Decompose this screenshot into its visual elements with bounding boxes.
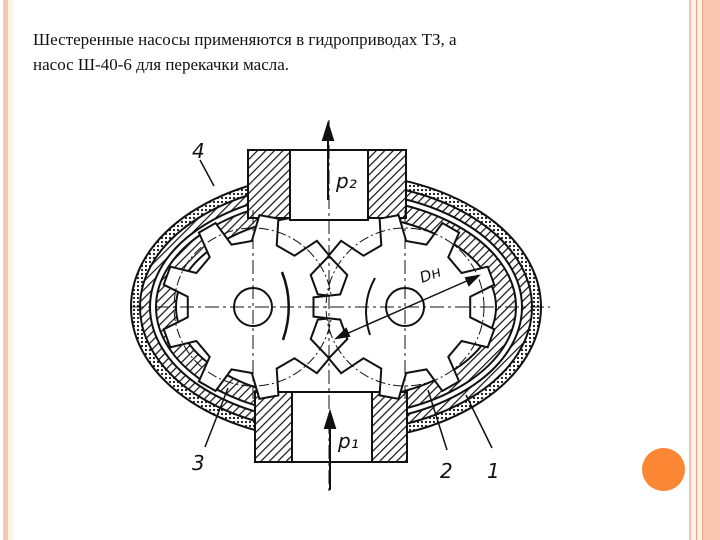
part-label-4: 4 bbox=[192, 139, 205, 163]
accent-circle bbox=[642, 448, 685, 491]
left-decor-cream bbox=[8, 0, 13, 540]
right-decor-line bbox=[696, 0, 697, 540]
rotation-arrow-right bbox=[365, 277, 376, 336]
caption-line: насос Ш-40-6 для перекачки масла. bbox=[33, 55, 290, 74]
outlet-pressure-label: p₂ bbox=[335, 169, 357, 193]
part-label-3: 3 bbox=[192, 451, 205, 475]
rotation-arrow-left bbox=[280, 271, 290, 341]
slide-caption: Шестеренные насосы применяются в гидропр… bbox=[33, 27, 673, 77]
outlet-flange-left bbox=[247, 149, 291, 219]
inlet-flange-right bbox=[371, 391, 408, 463]
left-decor-strip bbox=[3, 0, 8, 540]
right-decor-line bbox=[689, 0, 691, 540]
part-label-2: 2 bbox=[440, 459, 453, 483]
outlet-arrowhead bbox=[321, 120, 335, 141]
diameter-dimension-line bbox=[336, 275, 479, 339]
right-decor-cream bbox=[691, 0, 703, 540]
inlet-arrowhead bbox=[323, 408, 337, 429]
caption-line: Шестеренные насосы применяются в гидропр… bbox=[33, 30, 457, 49]
part-label-1: 1 bbox=[487, 459, 500, 483]
outlet-flange-right bbox=[367, 149, 407, 219]
inlet-flange-left bbox=[254, 391, 293, 463]
inlet-pressure-label: p₁ bbox=[337, 429, 359, 453]
right-decor-panel bbox=[702, 0, 720, 540]
